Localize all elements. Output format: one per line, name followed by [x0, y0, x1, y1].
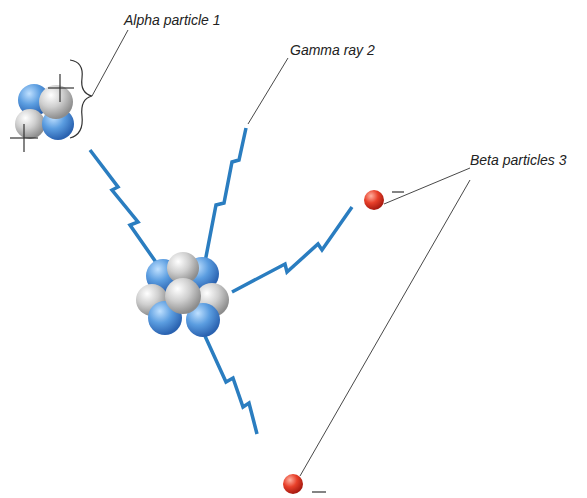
nucleus — [136, 252, 229, 337]
charge-minus — [312, 192, 404, 492]
callout-label: Alpha particle 1 — [124, 12, 221, 29]
callout-label: Beta particles 3 — [470, 152, 567, 169]
callout-label: Gamma ray 2 — [290, 42, 375, 59]
ray-bolts — [90, 128, 352, 434]
bracket — [70, 60, 92, 138]
leader-line — [92, 30, 470, 476]
beta-particle — [283, 190, 384, 494]
charge-plus — [10, 74, 74, 152]
